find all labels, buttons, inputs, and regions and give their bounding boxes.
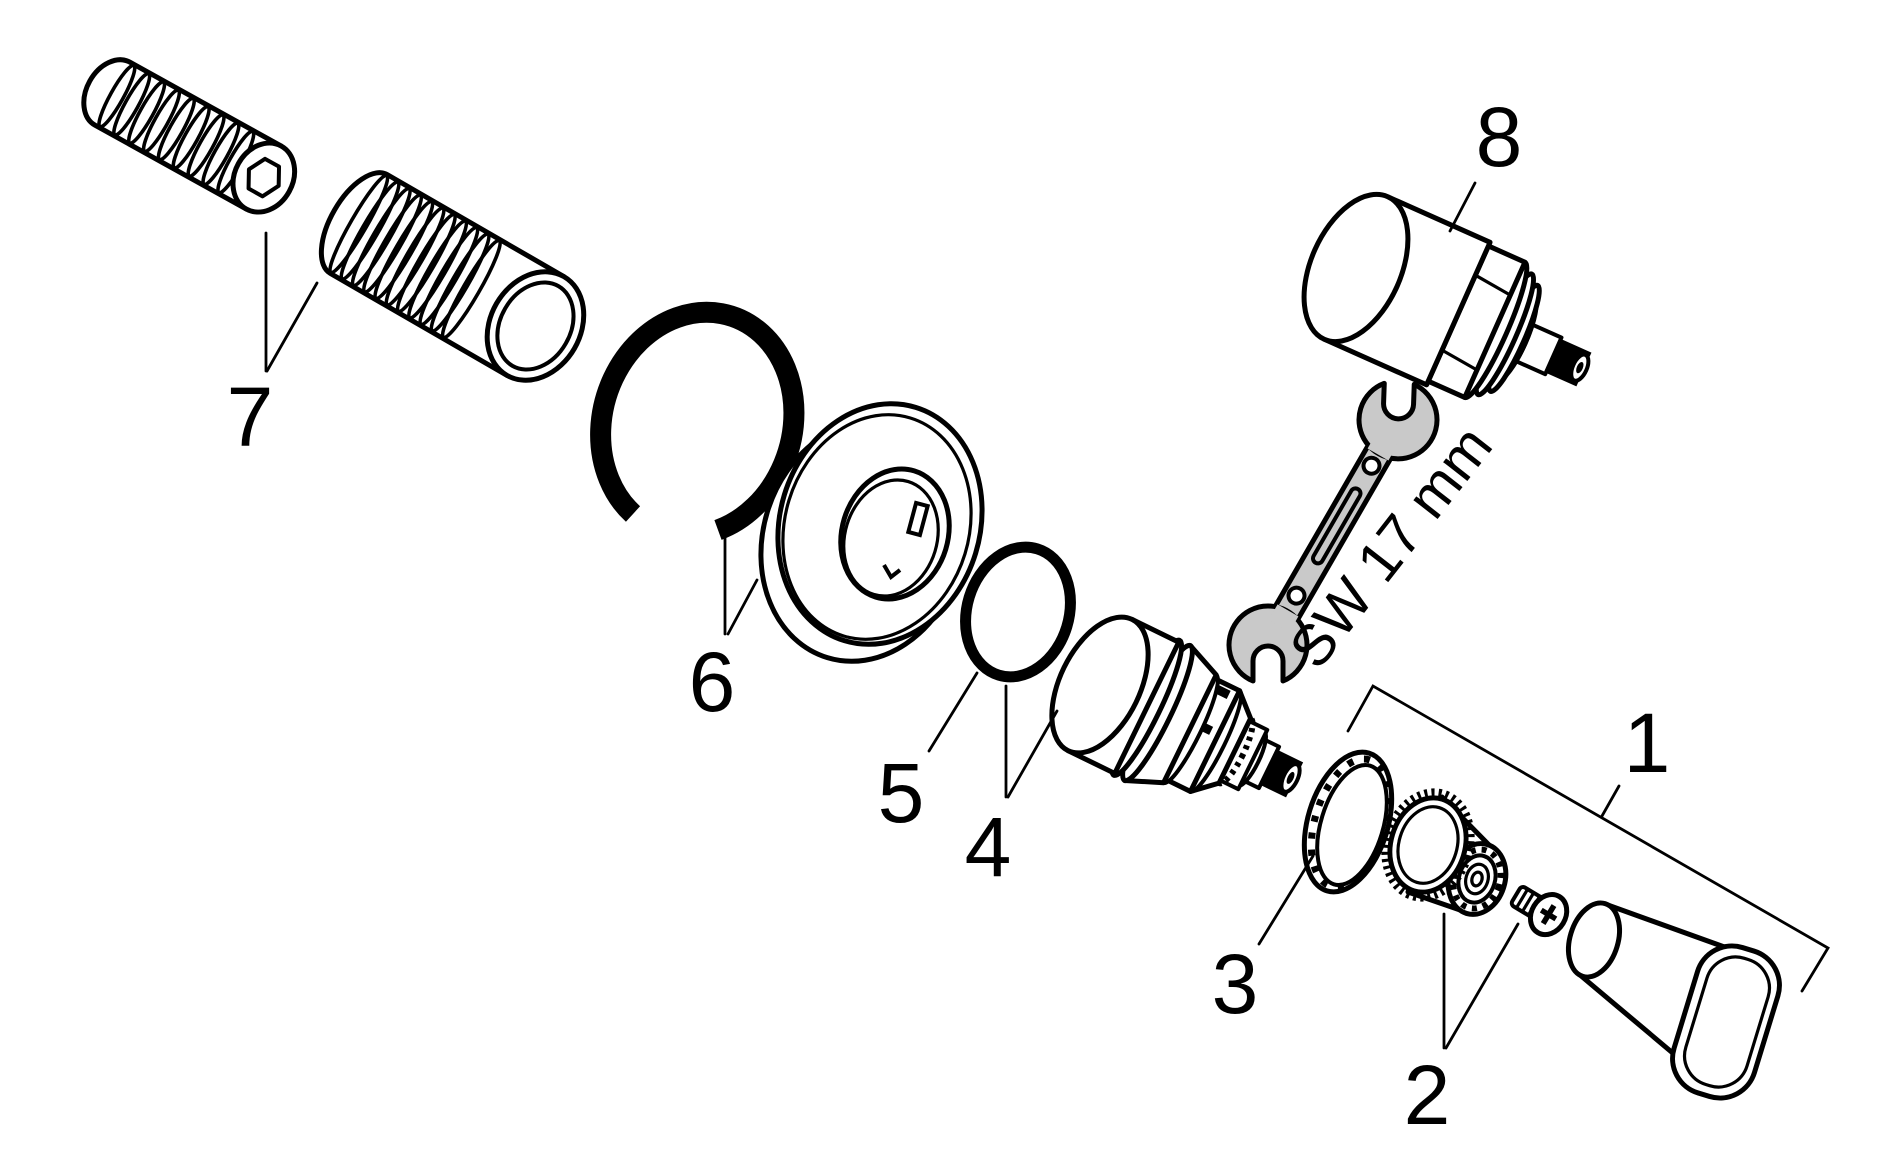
part-label-5: 5: [878, 746, 925, 840]
tool-end-face: [1301, 191, 1411, 345]
o-ring-part: [960, 541, 1076, 683]
adapter-knurl: [1381, 788, 1475, 902]
stop-ring-part: [1301, 749, 1395, 895]
cartridge-sleeve-face: [1049, 614, 1151, 756]
grub-screw-part: [81, 57, 298, 215]
leader-part4-b: [1006, 709, 1059, 799]
handle-face: [1670, 943, 1782, 1101]
leader-part1: [1600, 784, 1621, 818]
adapter-part: [1381, 788, 1509, 917]
leader-part8: [1448, 181, 1477, 233]
socket-tool-part: [1301, 191, 1592, 401]
bayonet-tab: [905, 500, 931, 538]
bayonet-notch: [882, 563, 902, 580]
threaded-tube-part: [318, 170, 587, 383]
leader-part7-b: [265, 281, 319, 373]
part-label-4: 4: [965, 800, 1012, 894]
part-label-2: 2: [1404, 1048, 1451, 1142]
escutcheon-part: [758, 401, 985, 664]
handle-part: [1566, 900, 1782, 1101]
tube-bore: [495, 280, 576, 372]
open-end-wrench-icon: [1226, 380, 1440, 684]
wrench-hole: [1361, 455, 1382, 476]
leader-part5: [927, 671, 979, 753]
handle-small-end: [1566, 900, 1622, 980]
escutcheon-opening: [838, 466, 952, 602]
wrench-slot: [1311, 486, 1363, 566]
leader-part6-b: [726, 578, 759, 636]
leader-part3: [1257, 854, 1315, 946]
leader-lines: [264, 181, 1830, 1050]
part-label-1: 1: [1624, 696, 1671, 790]
hex-socket-icon: [246, 156, 282, 199]
snap-ring-part: [590, 301, 805, 540]
fixing-screw-part: [1509, 885, 1570, 938]
cartridge-part: [1049, 614, 1304, 798]
leader-part2-b: [1444, 922, 1520, 1050]
bracket-part1: [1346, 684, 1830, 993]
wrench-hole: [1286, 585, 1307, 606]
part-label-3: 3: [1212, 937, 1259, 1031]
part-label-8: 8: [1476, 90, 1523, 184]
part-label-7: 7: [227, 370, 274, 464]
part-label-6: 6: [689, 635, 736, 729]
